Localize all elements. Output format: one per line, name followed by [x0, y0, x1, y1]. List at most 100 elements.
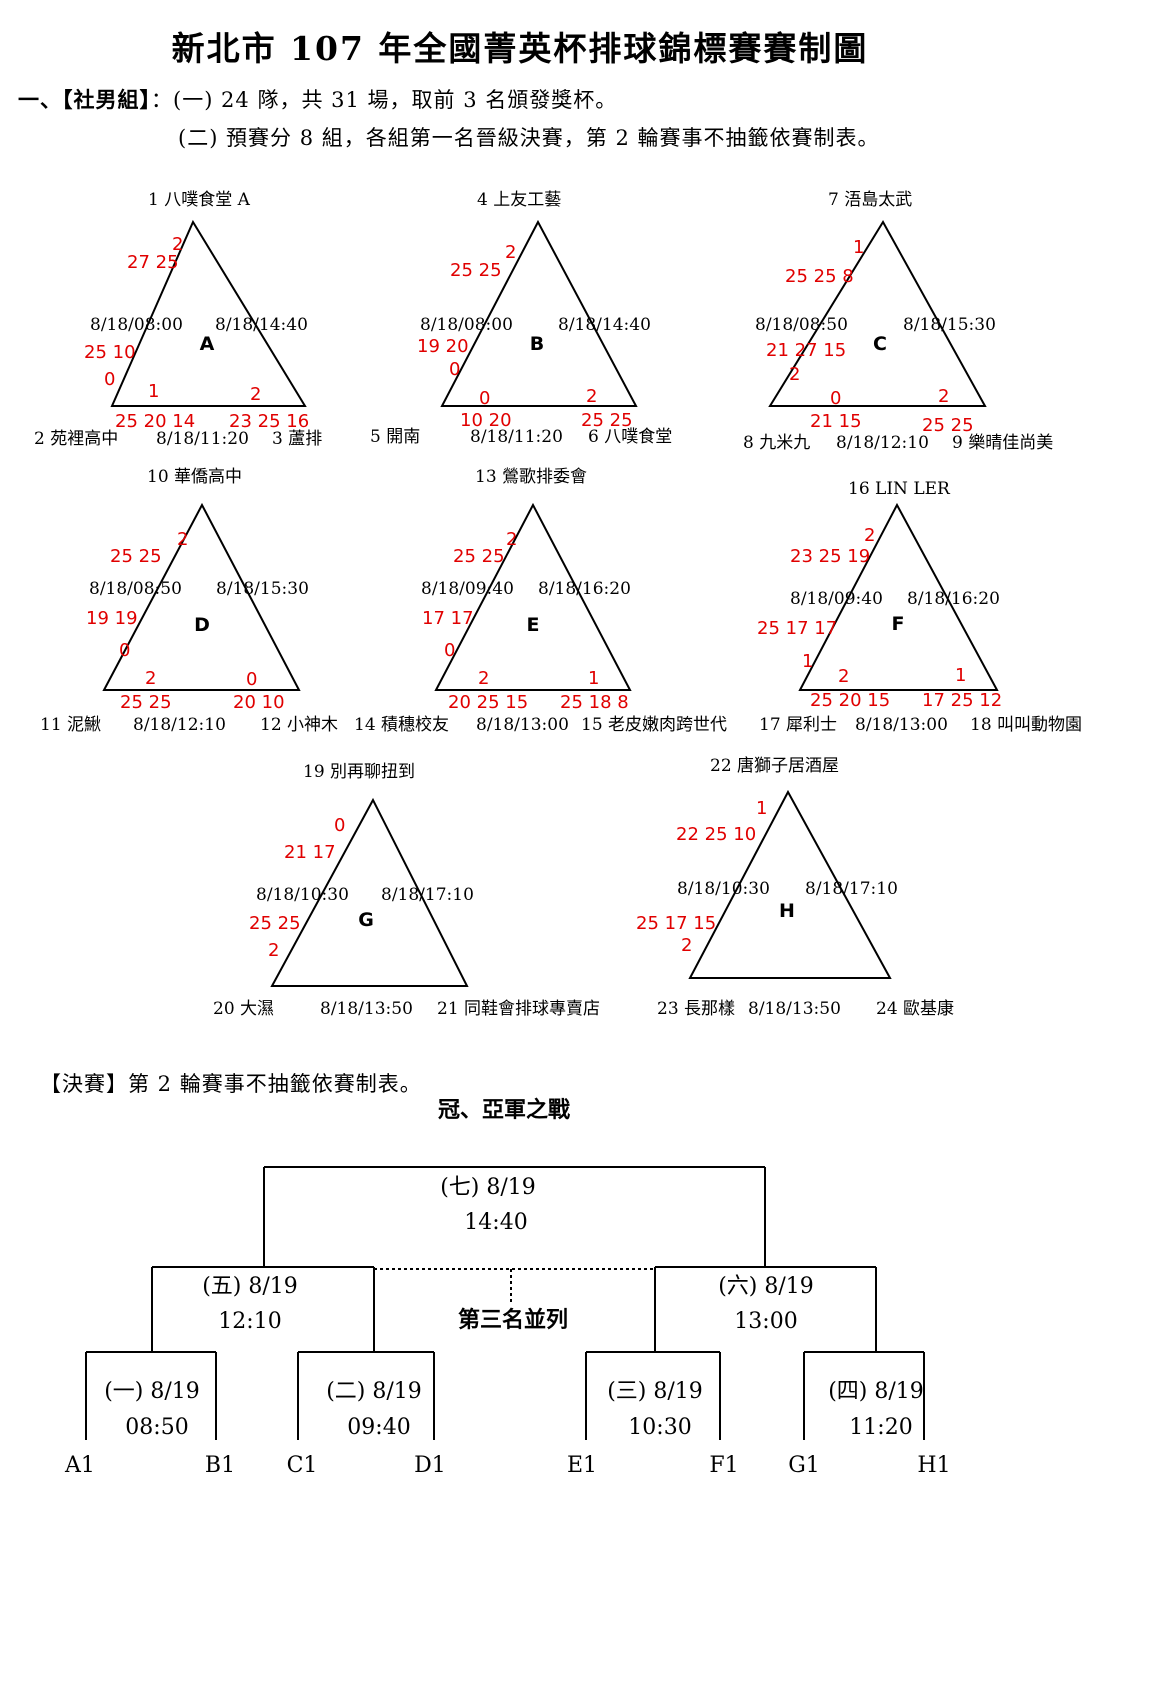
- seed-f1: F1: [709, 1453, 738, 1478]
- group-d-score: 25 25: [110, 546, 162, 567]
- group-a-score: 25 10: [84, 342, 136, 363]
- group-d-score: 0: [246, 669, 257, 690]
- group-g-triangle: [270, 797, 469, 987]
- group-e-right-match-time: 8/18/16:20: [538, 579, 631, 599]
- group-c-left-match-time: 8/18/08:50: [755, 315, 848, 335]
- group-h-score: 2: [681, 935, 692, 956]
- group-d-score: 19 19: [86, 608, 138, 629]
- group-b-bottom-left-team: 5 開南: [370, 427, 420, 447]
- group-d-score: 2: [177, 529, 188, 550]
- group-c-bottom-match-time: 8/18/12:10: [836, 433, 929, 453]
- group-g-left-match-time: 8/18/10:30: [256, 885, 349, 905]
- group-a-label: A: [200, 333, 215, 355]
- match-1-time: 08:50: [125, 1415, 188, 1440]
- group-f-bottom-right-team: 18 叫叫動物園: [970, 715, 1082, 735]
- group-a-score: 27 25: [127, 252, 179, 273]
- group-e-score: 20 25 15: [448, 692, 528, 713]
- group-g-bottom-match-time: 8/18/13:50: [320, 999, 413, 1019]
- match-3-label: (三) 8/19: [607, 1379, 703, 1404]
- group-c-triangle: [768, 220, 987, 407]
- group-d-bottom-right-team: 12 小神木: [260, 715, 338, 735]
- group-h-left-match-time: 8/18/10:30: [677, 879, 770, 899]
- group-a-left-match-time: 8/18/08:00: [90, 315, 183, 335]
- seed-e1: E1: [567, 1453, 597, 1478]
- finals-heading: 【決賽】第 2 輪賽事不抽籤依賽制表。: [40, 1072, 422, 1096]
- group-h-right-match-time: 8/18/17:10: [805, 879, 898, 899]
- third-place-label: 第三名並列: [458, 1307, 568, 1333]
- group-c-right-match-time: 8/18/15:30: [903, 315, 996, 335]
- group-c-score: 2: [789, 364, 800, 385]
- match-3-time: 10:30: [628, 1415, 691, 1440]
- group-e-triangle: [434, 502, 632, 691]
- group-c-score: 25 25 8: [785, 266, 854, 287]
- group-a-score: 23 25 16: [229, 411, 309, 432]
- group-d-score: 20 10: [233, 692, 285, 713]
- match-5-label: (五) 8/19: [202, 1274, 298, 1299]
- group-f-score: 2: [864, 525, 875, 546]
- group-h-score: 22 25 10: [676, 824, 756, 845]
- group-h-bottom-match-time: 8/18/13:50: [748, 999, 841, 1019]
- match-5-time: 12:10: [218, 1309, 281, 1334]
- group-e-left-match-time: 8/18/09:40: [421, 579, 514, 599]
- seed-a1: A1: [64, 1453, 95, 1478]
- group-c-score: 21 15: [810, 411, 862, 432]
- group-b-score: 2: [505, 242, 516, 263]
- group-c-score: 2: [938, 386, 949, 407]
- group-h-bottom-left-team: 23 長那樣: [657, 999, 735, 1019]
- header-line-1-text: ：(一) 24 隊，共 31 場，取前 3 名頒發獎杯。: [151, 88, 618, 112]
- group-e-bottom-right-team: 15 老皮嫩肉跨世代: [581, 715, 727, 735]
- match-4-label: (四) 8/19: [828, 1379, 924, 1404]
- group-g-label: G: [358, 909, 374, 931]
- group-b-score: 0: [479, 388, 490, 409]
- seed-g1: G1: [788, 1453, 820, 1478]
- division-label: 一、【社男組】: [18, 87, 151, 112]
- group-g-top-team: 19 別再聊扭到: [303, 762, 415, 782]
- group-a-score: 25 20 14: [115, 411, 195, 432]
- group-c-bottom-right-team: 9 樂晴佳尚美: [952, 433, 1053, 453]
- seed-c1: C1: [287, 1453, 318, 1478]
- group-d-score: 2: [145, 668, 156, 689]
- group-a-bottom-match-time: 8/18/11:20: [156, 429, 249, 449]
- seed-d1: D1: [414, 1453, 446, 1478]
- group-f-score: 17 25 12: [922, 690, 1002, 711]
- group-b-score: 10 20: [460, 410, 512, 431]
- match-2-time: 09:40: [347, 1415, 410, 1440]
- group-d-top-team: 10 華僑高中: [147, 467, 242, 487]
- group-e-score: 17 17: [422, 608, 474, 629]
- match-6-time: 13:00: [734, 1309, 797, 1334]
- group-d-bottom-left-team: 11 泥鰍: [40, 715, 101, 735]
- group-b-bottom-match-time: 8/18/11:20: [470, 427, 563, 447]
- group-f-bottom-left-team: 17 犀利士: [759, 715, 837, 735]
- group-b-score: 19 20: [417, 336, 469, 357]
- group-f-score: 25 17 17: [757, 618, 837, 639]
- group-e-score: 2: [478, 668, 489, 689]
- group-h-top-team: 22 唐獅子居酒屋: [710, 755, 839, 776]
- group-g-bottom-right-team: 21 同鞋會排球專賣店: [437, 999, 600, 1019]
- group-e-score: 2: [506, 529, 517, 550]
- group-d-triangle: [102, 502, 301, 691]
- group-e-bottom-left-team: 14 積穗校友: [354, 715, 449, 735]
- group-f-score: 1: [802, 651, 813, 672]
- match-2-label: (二) 8/19: [326, 1379, 422, 1404]
- group-c-label: C: [873, 333, 887, 355]
- match-7-label: (七) 8/19: [440, 1175, 536, 1200]
- group-b-right-match-time: 8/18/14:40: [558, 315, 651, 335]
- group-g-score: 25 25: [249, 913, 301, 934]
- group-e-score: 0: [444, 640, 455, 661]
- group-a-top-team: 1 八噗食堂 A: [148, 190, 251, 210]
- match-7-time: 14:40: [464, 1210, 527, 1235]
- group-a-score: 2: [172, 234, 183, 255]
- group-c-bottom-left-team: 8 九米九: [743, 433, 810, 453]
- group-e-top-team: 13 鶯歌排委會: [475, 467, 587, 487]
- group-e-score: 25 25: [453, 546, 505, 567]
- group-h-triangle: [688, 789, 892, 979]
- group-f-right-match-time: 8/18/16:20: [907, 589, 1000, 609]
- group-b-top-team: 4 上友工藝: [477, 190, 561, 210]
- final-title: 冠、亞軍之戰: [438, 1097, 570, 1123]
- group-e-score: 1: [588, 668, 599, 689]
- group-f-score: 25 20 15: [810, 690, 890, 711]
- group-c-score: 0: [830, 388, 841, 409]
- group-e-label: E: [527, 614, 540, 636]
- group-g-bottom-left-team: 20 大濕: [213, 999, 274, 1019]
- group-a-bottom-right-team: 3 蘆排: [272, 429, 322, 449]
